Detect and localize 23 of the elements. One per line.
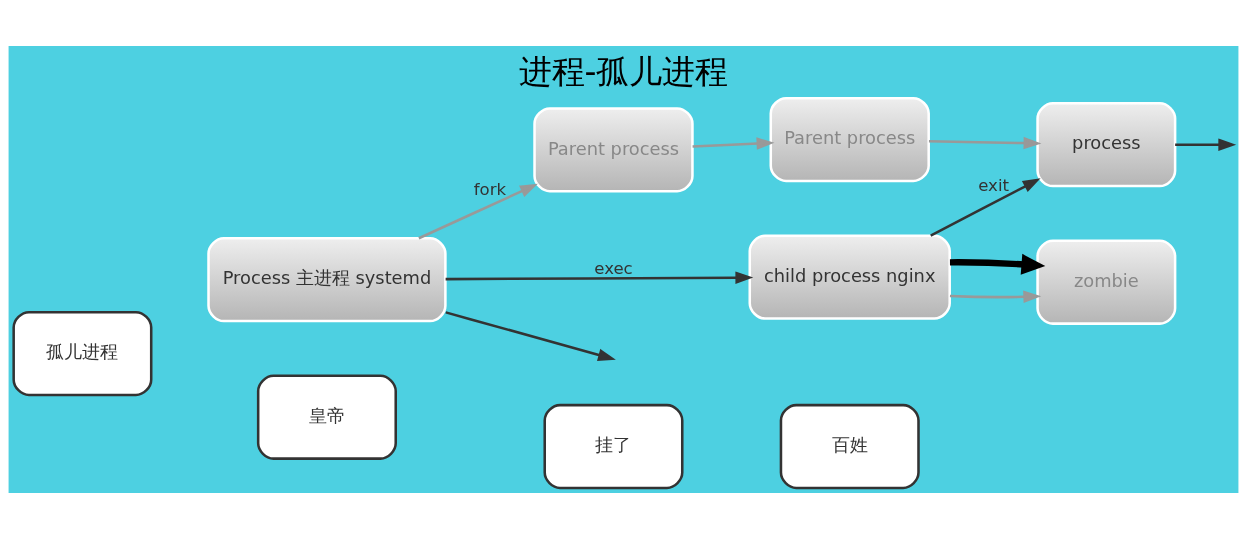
arrow (930, 178, 1041, 237)
arrow (1175, 138, 1237, 151)
node-box: child process nginx (748, 234, 951, 320)
node-box: zombie (1036, 239, 1177, 325)
arrow (418, 183, 538, 240)
node-box: Parent process (533, 107, 694, 193)
arrow (692, 137, 775, 150)
arrow (445, 271, 754, 284)
node-box: 百姓 (779, 403, 920, 490)
edge-label: exec (594, 258, 633, 278)
node-box: 孤儿进程 (12, 310, 153, 397)
arrow (445, 311, 616, 361)
node-box: Parent process (769, 96, 930, 183)
node-box: 皇帝 (256, 374, 397, 460)
diagram-title: 进程-孤儿进程 (518, 51, 729, 91)
edge-label: fork (473, 179, 507, 199)
node-box: Process 主进程 systemd (207, 237, 447, 323)
arrow (928, 136, 1042, 150)
edge-label: exit (978, 176, 1010, 196)
arrow (949, 253, 1046, 275)
node-box: process (1036, 102, 1177, 188)
arrow (949, 290, 1042, 304)
node-box: 挂了 (543, 403, 684, 490)
